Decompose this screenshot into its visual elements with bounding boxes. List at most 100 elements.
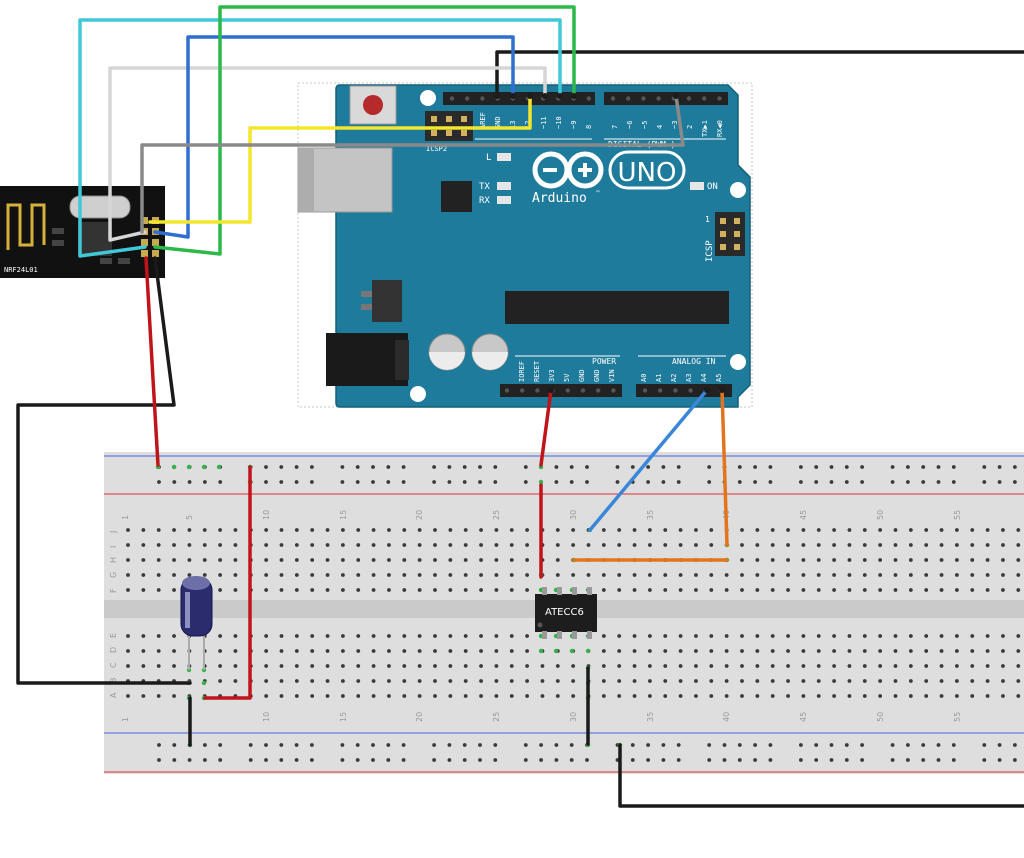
breadboard-hole (218, 528, 223, 532)
breadboard-hole (939, 649, 944, 653)
breadboard-hole (832, 649, 836, 653)
breadboard-hole (601, 634, 606, 638)
rail-hole (478, 743, 482, 747)
breadboard-hole (371, 558, 376, 562)
breadboard-hole (924, 664, 929, 668)
atecc-pin (587, 631, 592, 639)
breadboard-hole (172, 528, 176, 532)
breadboard-hole (387, 649, 391, 653)
breadboard-hole (202, 573, 207, 577)
breadboard-hole (571, 694, 576, 698)
breadboard-hole (387, 679, 391, 683)
icsp2-pin (446, 116, 452, 122)
breadboard-hole (479, 558, 483, 562)
header-hole (504, 388, 510, 393)
header-hole (717, 96, 722, 101)
breadboard-hole (555, 694, 560, 698)
breadboard-hole (279, 679, 284, 683)
breadboard-hole (663, 588, 668, 592)
mount-hole-3 (730, 354, 746, 370)
breadboard-hole (632, 528, 637, 532)
breadboard-hole (448, 694, 453, 698)
breadboard-hole (601, 694, 606, 698)
rail-hole (355, 480, 360, 484)
rail-hole (264, 480, 268, 484)
digital-header-left (443, 92, 595, 105)
rail-hole (371, 758, 375, 762)
active-hole (201, 464, 207, 470)
led-on (690, 182, 704, 190)
icsp-pin (720, 244, 726, 250)
power-analog-header-holes (504, 388, 724, 393)
breadboard-hole (433, 664, 437, 668)
breadboard-hole (847, 573, 852, 577)
rail-hole (462, 480, 467, 484)
breadboard-hole (678, 694, 683, 698)
rail-hole (218, 743, 223, 747)
led-on-label: ON (707, 182, 718, 192)
icsp2-label: ICSP2 (426, 145, 447, 153)
breadboard-hole (525, 649, 529, 653)
breadboard-hole (939, 528, 944, 532)
breadboard-holes (126, 465, 1021, 762)
rail-hole (218, 758, 223, 762)
colnum-30-bottom: 30 (569, 712, 578, 722)
breadboard-hole (172, 543, 176, 547)
breadboard-hole (878, 649, 883, 653)
rail-hole (753, 465, 757, 469)
breadboard-hole (801, 558, 806, 562)
breadboard-hole (786, 543, 790, 547)
breadboard-hole (156, 588, 161, 592)
rail-hole (906, 743, 910, 747)
breadboard-hole (540, 664, 545, 668)
breadboard-hole (126, 588, 130, 592)
breadboard-hole (402, 528, 407, 532)
breadboard-hole (448, 543, 453, 547)
wire-end (548, 387, 554, 393)
rail-hole (722, 743, 727, 747)
rail-hole (814, 480, 819, 484)
wire-orange-a5 (720, 388, 729, 547)
rail-hole (906, 465, 910, 469)
breadboard-hole (325, 558, 330, 562)
breadboard-hole (601, 679, 606, 683)
breadboard-hole (525, 634, 529, 638)
breadboard-hole (694, 543, 698, 547)
breadboard-hole (341, 694, 345, 698)
breadboard-hole (924, 558, 929, 562)
rail-hole (646, 758, 650, 762)
breadboard-hole (479, 634, 483, 638)
breadboard-hole (862, 634, 867, 638)
colnum-1-bottom: 1 (121, 717, 130, 722)
rail-hole (844, 743, 849, 747)
logo-plus-v (583, 163, 587, 177)
rail-hole (447, 743, 452, 747)
rail-hole (523, 465, 528, 469)
icsp-label: ICSP (705, 240, 715, 262)
breadboard-hole (341, 528, 345, 532)
pin-label-gnd: GND (494, 116, 502, 129)
breadboard-hole (908, 634, 913, 638)
rail-hole (829, 480, 834, 484)
rail-hole (462, 465, 467, 469)
rail-hole (462, 758, 467, 762)
breadboard-hole (709, 543, 714, 547)
breadboard-hole (479, 664, 483, 668)
rail-hole (737, 758, 742, 762)
breadboard-hole (509, 664, 514, 668)
breadboard-hole (924, 588, 929, 592)
breadboard-hole (356, 528, 361, 532)
breadboard-hole (955, 634, 959, 638)
breadboard-hole (325, 634, 330, 638)
breadboard-hole (448, 649, 453, 653)
colnum-5-top: 5 (185, 515, 194, 520)
breadboard-hole (955, 679, 959, 683)
rail-hole (310, 758, 314, 762)
rail-hole (906, 480, 910, 484)
row-letter-a: A (109, 692, 118, 698)
breadboard-hole (417, 634, 422, 638)
breadboard-hole (141, 649, 146, 653)
pin-label-a0: A0 (640, 374, 648, 382)
breadboard-hole (433, 649, 437, 653)
breadboard-hole (908, 679, 913, 683)
